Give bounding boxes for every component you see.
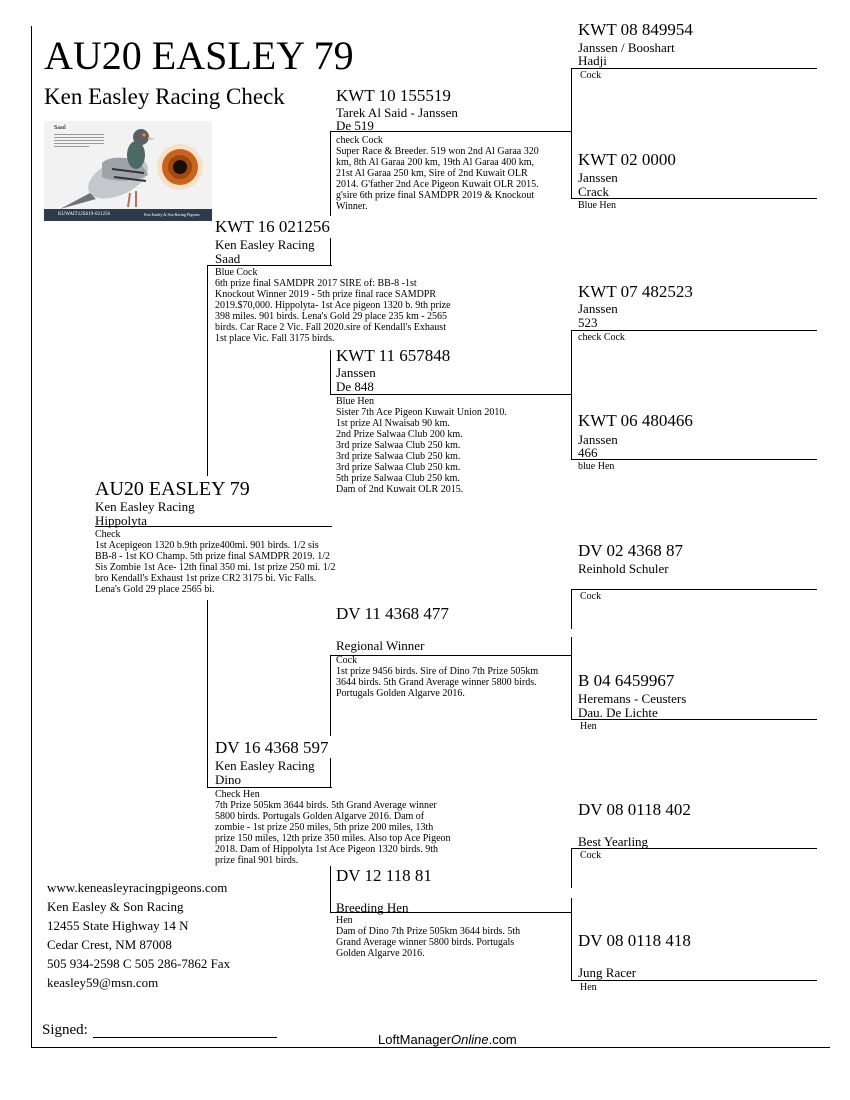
ss-connector-down [571, 131, 572, 198]
sd-line [330, 394, 572, 395]
subject-sire-connector [207, 265, 208, 476]
gen4-line-8 [571, 980, 817, 981]
gen4-5-color: Cock [580, 591, 601, 602]
subject-breeder: Ken Easley Racing [95, 500, 195, 514]
pigeon-image [52, 123, 162, 218]
contact-address-1: 12455 State Highway 14 N [47, 916, 189, 935]
gen4-line-3 [571, 330, 817, 331]
sd-connector-down [571, 394, 572, 459]
footer-brand: LoftManagerOnline.com [378, 1032, 517, 1047]
pigeon-photo: Saad KUWAIT12SS19-021256 Ken Easley & So… [44, 121, 212, 221]
contact-company: Ken Easley & Son Racing [47, 897, 183, 916]
gen4-6-color: Hen [580, 721, 597, 732]
sd-notes: Blue Hen Sister 7th Ace Pigeon Kuwait Un… [336, 396, 568, 495]
dam-line [207, 787, 332, 788]
signature-line[interactable] [93, 1037, 277, 1038]
gen4-line-1 [571, 68, 817, 69]
dd-connector-down [571, 898, 572, 980]
subject-name: Hippolyta [95, 514, 147, 528]
dd-line1: Breeding Hen [336, 901, 409, 915]
sd-connector-up [571, 330, 572, 394]
sd-name: De 848 [336, 380, 374, 394]
dd-notes: Hen Dam of Dino 7th Prize 505km 3644 bir… [336, 915, 568, 959]
gen4-3-name: 523 [578, 316, 598, 330]
gen4-7-ring: DV 08 0118 402 [578, 801, 691, 819]
gen4-3-breeder: Janssen [578, 302, 618, 316]
dam-ring: DV 16 4368 597 [215, 739, 329, 757]
gen4-6-name: Dau. De Lichte [578, 706, 658, 720]
ss-notes: check Cock Super Race & Breeder. 519 won… [336, 135, 568, 212]
dam-ds-connector [330, 655, 331, 736]
sire-notes: Blue Cock 6th prize final SAMDPR 2017 SI… [215, 267, 495, 344]
contact-email[interactable]: keasley59@msn.com [47, 973, 158, 992]
ds-connector-down [571, 637, 572, 719]
subject-ring: AU20 EASLEY 79 [95, 478, 250, 500]
gen4-line-5 [571, 589, 817, 590]
sire-ring: KWT 16 021256 [215, 218, 330, 236]
gen4-1-color: Cock [580, 70, 601, 81]
ss-ring: KWT 10 155519 [336, 87, 451, 105]
gen4-6-ring: B 04 6459967 [578, 672, 674, 690]
pigeon-eye-image [156, 143, 204, 191]
gen4-2-name: Crack [578, 185, 609, 199]
ss-name: De 519 [336, 119, 374, 133]
contact-address-2: Cedar Crest, NM 87008 [47, 935, 172, 954]
page-title: AU20 EASLEY 79 [44, 34, 354, 78]
frame-left-line [31, 26, 32, 1048]
photo-ring-caption: KUWAIT12SS19-021256 [58, 211, 110, 218]
gen4-2-breeder: Janssen [578, 171, 618, 185]
sire-tick [330, 238, 331, 265]
sire-name: Saad [215, 252, 240, 266]
gen4-1-name: Hadji [578, 54, 607, 68]
gen4-5-ring: DV 02 4368 87 [578, 542, 683, 560]
ds-line1: Regional Winner [336, 639, 424, 653]
gen4-4-ring: KWT 06 480466 [578, 412, 693, 430]
gen4-1-ring: KWT 08 849954 [578, 21, 693, 39]
contact-phone: 505 934-2598 C 505 286-7862 Fax [47, 954, 230, 973]
sd-breeder: Janssen [336, 366, 376, 380]
dam-notes: Check Hen 7th Prize 505km 3644 birds. 5t… [215, 789, 495, 866]
gen4-3-ring: KWT 07 482523 [578, 283, 693, 301]
sire-ss-connector [330, 131, 331, 216]
footer-brand-italic: Online [451, 1032, 489, 1047]
contact-website[interactable]: www.keneasleyracingpigeons.com [47, 878, 227, 897]
gen4-7-name: Best Yearling [578, 835, 648, 849]
ds-notes: Cock 1st prize 9456 birds. Sire of Dino … [336, 655, 568, 699]
gen4-8-color: Hen [580, 982, 597, 993]
page-subtitle: Ken Easley Racing Check [44, 84, 285, 110]
gen4-8-ring: DV 08 0118 418 [578, 932, 691, 950]
ds-ring: DV 11 4368 477 [336, 605, 449, 623]
dd-connector-up [571, 848, 572, 888]
gen4-4-color: blue Hen [578, 461, 614, 472]
frame-bottom-line [31, 1047, 830, 1048]
gen4-5-breeder: Reinhold Schuler [578, 562, 669, 576]
dam-breeder: Ken Easley Racing [215, 759, 315, 773]
sire-sd-connector [330, 350, 331, 394]
gen4-2-color: Blue Hen [578, 200, 616, 211]
gen4-3-color: check Cock [578, 332, 625, 343]
photo-caption-right: Ken Easley & Son Racing Pigeons [144, 211, 200, 218]
subject-notes: Check 1st Acepigeon 1320 b.9th prize400m… [95, 529, 375, 595]
gen4-2-ring: KWT 02 0000 [578, 151, 676, 169]
gen4-8-name: Jung Racer [578, 966, 636, 980]
gen4-6-breeder: Heremans - Ceusters [578, 692, 686, 706]
ds-connector-up [571, 589, 572, 629]
gen4-line-4 [571, 459, 817, 460]
gen4-4-name: 466 [578, 446, 598, 460]
ss-connector-up [571, 68, 572, 131]
signed-label: Signed: [42, 1022, 88, 1039]
dam-tick [330, 758, 331, 787]
footer-brand-post: .com [489, 1032, 517, 1047]
sd-ring: KWT 11 657848 [336, 347, 450, 365]
dam-dd-connector [330, 866, 331, 912]
sire-breeder: Ken Easley Racing [215, 238, 315, 252]
footer-brand-pre: LoftManager [378, 1032, 451, 1047]
subject-dam-connector [207, 600, 208, 787]
gen4-7-color: Cock [580, 850, 601, 861]
dam-name: Dino [215, 773, 241, 787]
dd-ring: DV 12 118 81 [336, 867, 432, 885]
